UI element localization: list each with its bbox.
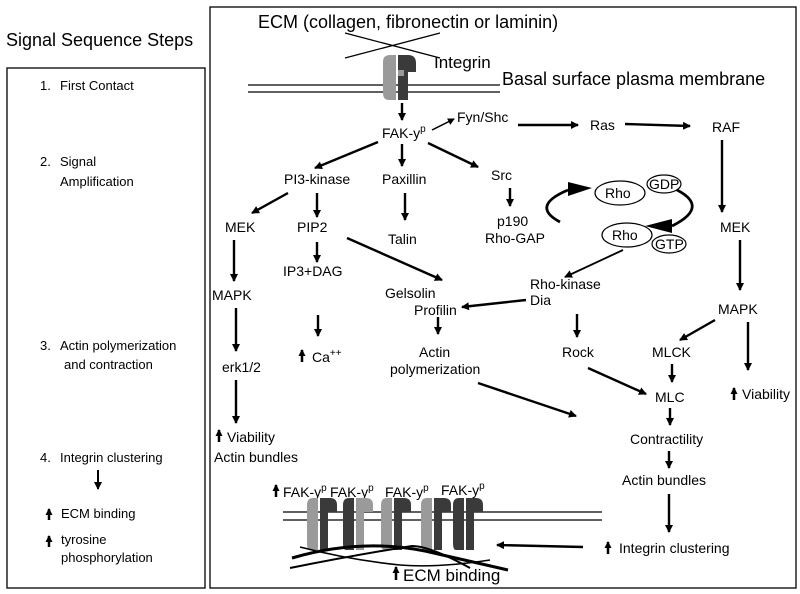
sidebar-box bbox=[6, 67, 206, 589]
viability-right-label: Viability bbox=[742, 386, 790, 402]
fak-bottom-1: FAK-yp bbox=[283, 483, 327, 500]
sidebar-phosphorylation: phosphorylation bbox=[61, 550, 153, 565]
arrow-mapk-mlck bbox=[679, 318, 716, 342]
ca-label: Ca++ bbox=[312, 348, 342, 365]
ip3-label: IP3+DAG bbox=[283, 263, 343, 279]
contractility-label: Contractility bbox=[630, 431, 703, 447]
pip2-label: PIP2 bbox=[297, 219, 328, 235]
rho-gdp-label: Rho bbox=[605, 185, 631, 201]
gdp-label: GDP bbox=[649, 176, 679, 192]
rock-label: Rock bbox=[562, 344, 595, 360]
talin-label: Talin bbox=[388, 231, 417, 247]
mapk-left-label: MAPK bbox=[212, 287, 252, 303]
step-2-label: Signal bbox=[60, 154, 96, 169]
rho-gtp-label: Rho bbox=[612, 227, 638, 243]
profilin-label: Profilin bbox=[414, 302, 457, 318]
ecm-fiber-2 bbox=[344, 32, 441, 59]
raf-label: RAF bbox=[712, 119, 740, 135]
fak-label: FAK-yp bbox=[382, 124, 426, 141]
clustered-integrins-icon bbox=[307, 498, 483, 550]
actin-bundles-right-label: Actin bundles bbox=[622, 472, 706, 488]
arrow-pi3k-mek bbox=[251, 191, 289, 215]
arrow-fak-pi3k bbox=[314, 140, 379, 170]
ras-label: Ras bbox=[590, 117, 615, 133]
mlck-label: MLCK bbox=[652, 344, 692, 360]
erk-label: erk1/2 bbox=[222, 359, 261, 375]
arrow-fak-src bbox=[427, 141, 479, 169]
arrow-clustering-bottom bbox=[496, 541, 584, 550]
step-3-label: Actin polymerization bbox=[60, 338, 176, 353]
rho-cycle bbox=[545, 182, 694, 233]
rhokinase-label: Rho-kinase bbox=[530, 276, 601, 292]
paxillin-label: Paxillin bbox=[382, 171, 426, 187]
step-3-num: 3. bbox=[40, 338, 51, 353]
mlc-label: MLC bbox=[655, 389, 685, 405]
fak-bottom-2: FAK-yp bbox=[330, 483, 374, 500]
fyn-label: Fyn/Shc bbox=[457, 109, 508, 125]
step-4-label: Integrin clustering bbox=[60, 450, 163, 465]
arrow-rock-mlc bbox=[587, 366, 647, 396]
gelsolin-label: Gelsolin bbox=[385, 285, 436, 301]
rho-gdp-oval bbox=[594, 180, 646, 206]
fak-bottom-4: FAK-yp bbox=[441, 481, 485, 498]
dia-label: Dia bbox=[530, 292, 551, 308]
step-4-num: 4. bbox=[40, 450, 51, 465]
ecm-label: ECM (collagen, fibronectin or laminin) bbox=[258, 12, 558, 32]
arrow-ras-raf bbox=[624, 121, 691, 130]
integrin-icon bbox=[383, 55, 416, 100]
ecm-binding-label: ECM binding bbox=[403, 566, 500, 585]
arrow-fak-fyn bbox=[431, 118, 455, 131]
gtp-oval bbox=[651, 234, 687, 254]
actin-bundles-left-label: Actin bundles bbox=[214, 449, 298, 465]
step-2-label-2: Amplification bbox=[60, 174, 134, 189]
sidebar-ecm-binding: ECM binding bbox=[61, 506, 135, 521]
step-1-label: First Contact bbox=[60, 78, 134, 93]
sidebar-title: Signal Sequence Steps bbox=[6, 30, 193, 50]
viability-left-label: Viability bbox=[227, 429, 275, 445]
integrin-clustering-label: Integrin clustering bbox=[619, 540, 730, 556]
membrane-label: Basal surface plasma membrane bbox=[502, 69, 765, 89]
arrow-pip2-gelsolin bbox=[346, 236, 443, 282]
gtp-label: GTP bbox=[655, 236, 684, 252]
sidebar-tyrosine: tyrosine bbox=[61, 532, 107, 547]
gdp-oval bbox=[646, 174, 682, 194]
step-2-num: 2. bbox=[40, 154, 51, 169]
step-3-label-2: and contraction bbox=[64, 357, 153, 372]
mapk-right-label: MAPK bbox=[718, 301, 758, 317]
fak-bottom-3: FAK-yp bbox=[385, 483, 429, 500]
src-label: Src bbox=[491, 167, 512, 183]
integrin-label: Integrin bbox=[434, 53, 491, 72]
polymerization-label: polymerization bbox=[390, 361, 480, 377]
arrow-dia-profilin bbox=[461, 298, 527, 311]
rhogap-label: Rho-GAP bbox=[485, 230, 545, 246]
diagram-frame bbox=[209, 6, 797, 589]
ecm-fibers-bottom bbox=[289, 544, 509, 572]
actin-label: Actin bbox=[419, 344, 450, 360]
arrow-rho-rhokinase bbox=[564, 249, 624, 278]
mek-right-label: MEK bbox=[720, 219, 751, 235]
mek-left-label: MEK bbox=[225, 219, 256, 235]
rho-gtp-oval bbox=[601, 222, 653, 248]
step-1-num: 1. bbox=[40, 78, 51, 93]
pi3k-label: PI3-kinase bbox=[284, 171, 350, 187]
arrow-polymerization-contractility bbox=[477, 381, 577, 418]
p190-label: p190 bbox=[497, 213, 528, 229]
